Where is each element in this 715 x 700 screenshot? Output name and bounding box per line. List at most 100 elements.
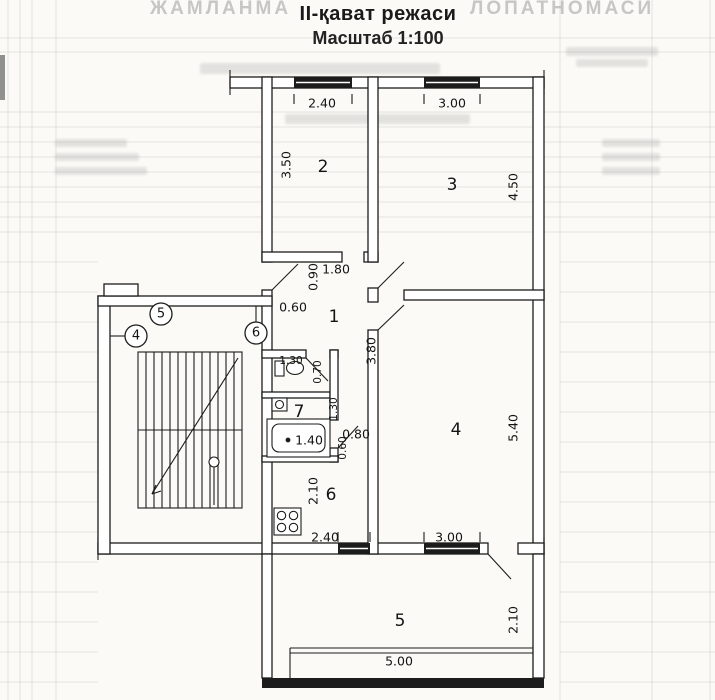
dim-room2-height: 3.50	[279, 151, 294, 179]
dim-room6-width: 2.40	[311, 530, 339, 545]
door-leaf-balcony	[487, 553, 512, 580]
sink-basin-icon	[274, 399, 285, 410]
faded-form-text	[602, 139, 660, 147]
plan-scale: Масштаб 1:100	[312, 28, 444, 48]
wall-stair-top	[97, 295, 273, 307]
door-leaf-room4	[377, 304, 405, 331]
wall-stair-left	[97, 295, 111, 555]
wall-wc-bath	[261, 391, 331, 399]
dim-bath-small: 0.60	[337, 436, 349, 459]
dim-ticks-top	[293, 94, 481, 104]
bathtub-inner-icon	[271, 423, 326, 453]
wall-bottom	[517, 542, 545, 555]
faded-form-text	[55, 139, 127, 147]
wall-wc-top	[261, 349, 307, 359]
stove-burner-icon	[276, 510, 287, 521]
toilet-tank-icon	[274, 360, 285, 377]
stove-burner-icon	[288, 522, 299, 533]
room-label-2: 2	[318, 157, 329, 177]
faded-form-text	[55, 167, 147, 175]
dim-room5-width: 5.00	[385, 654, 413, 669]
stair-direction-line	[151, 357, 239, 495]
stair-arrowhead	[151, 490, 162, 495]
wall-central	[367, 76, 379, 263]
wall-balcony-bottom	[262, 678, 544, 688]
dim-wc-height: 0.70	[312, 360, 324, 383]
wall-room2-room1	[261, 251, 343, 263]
marker-circle-4	[124, 324, 148, 348]
dim-central-height: 3.80	[364, 337, 379, 365]
form-right-margin-lines	[560, 261, 715, 683]
stair-post	[208, 456, 220, 468]
dim-bath-side: 0.80	[342, 427, 370, 442]
marker-label-6: 6	[252, 326, 260, 341]
marker-circle-6	[244, 321, 268, 345]
watermark-text-right: ЛОПАТНОМАСИ	[470, 0, 655, 19]
faded-form-text	[200, 63, 440, 74]
walls	[97, 70, 545, 688]
stove-icon	[273, 507, 302, 536]
faded-form-text	[602, 153, 660, 161]
door-leaf-wc	[305, 357, 329, 382]
dim-room5-height: 2.10	[506, 606, 521, 634]
stove-burner-icon	[276, 522, 287, 533]
wall-left-rooms	[261, 76, 273, 263]
wall-entry-porch	[103, 283, 139, 297]
toilet-bowl-icon	[285, 360, 305, 376]
wall-top	[229, 76, 545, 89]
room-label-4: 4	[451, 420, 462, 440]
room-label-7: 7	[294, 402, 305, 422]
dim-bath-height: 1.30	[328, 397, 340, 420]
wall-central	[367, 287, 379, 303]
faded-form-text	[576, 59, 648, 67]
bathtub-drain-icon	[285, 437, 291, 443]
room-label-1: 1	[329, 307, 340, 327]
door-leaf-hall	[271, 263, 299, 291]
scan-edge-artifact	[0, 55, 5, 100]
dim-room3-width: 3.00	[438, 96, 466, 111]
faded-form-text	[566, 47, 658, 56]
form-left-margin-lines	[0, 261, 98, 683]
dimension-ticks	[293, 94, 481, 542]
dim-hall-door: 0.90	[306, 263, 321, 291]
dim-room3-height: 4.50	[506, 173, 521, 201]
marker-label-5: 5	[157, 307, 165, 322]
faded-form-text	[602, 167, 660, 175]
dim-ticks-bottom	[337, 532, 481, 542]
staircase	[137, 351, 243, 509]
marker-label-4: 4	[132, 329, 140, 344]
stair-arrowhead	[151, 484, 157, 495]
dim-hall-side: 0.60	[279, 300, 307, 315]
room-label-3: 3	[447, 175, 458, 195]
form-vertical-lines	[7, 0, 711, 700]
wall-balcony-right	[532, 553, 545, 679]
door-leaves	[271, 261, 512, 580]
dim-room2-width: 2.40	[308, 96, 336, 111]
wall-central	[367, 329, 379, 555]
windows	[294, 77, 480, 554]
wall-room3-room4	[403, 289, 545, 301]
room-label-6: 6	[326, 485, 337, 505]
dimension-labels-vertical: 3.50 4.50 0.90 3.80 0.70 1.30 0.60 2.10 …	[279, 151, 521, 634]
form-horizontal-lines	[0, 37, 715, 233]
dim-room4-width: 3.00	[435, 530, 463, 545]
faded-form-text	[55, 153, 139, 161]
dim-room4-height: 5.40	[506, 414, 521, 442]
wall-right	[532, 76, 545, 555]
stove-burner-icon	[288, 510, 299, 521]
marker-circle-5	[149, 302, 173, 326]
plan-title: II-қават режаси	[299, 3, 457, 25]
room-labels: 1 2 3 4 5 6 7	[294, 157, 462, 631]
door-leaf-bath	[337, 425, 359, 449]
room-label-5: 5	[395, 611, 406, 631]
fixtures	[266, 360, 331, 536]
door-leaf-room3	[377, 261, 405, 289]
axis-markers: 4 5 6	[110, 302, 268, 348]
watermark-text-left: ЖАМЛАНМА	[150, 0, 292, 19]
dim-bathtub-length: 1.40	[295, 433, 323, 448]
dim-hall-length: 1.80	[322, 262, 350, 277]
dim-wc-width: 1.30	[279, 355, 302, 367]
